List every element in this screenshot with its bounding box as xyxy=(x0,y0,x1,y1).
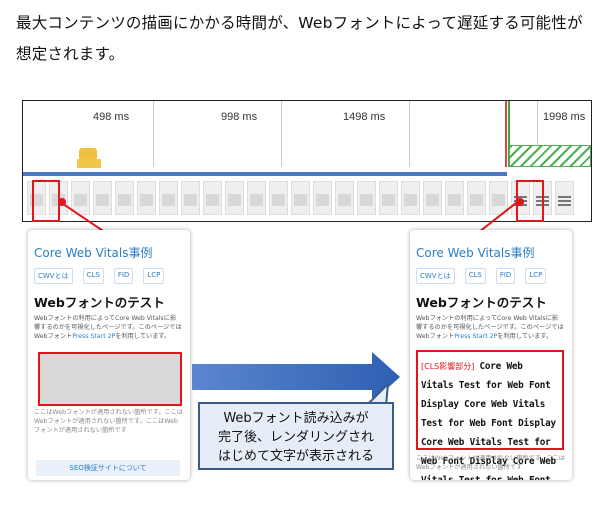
callout-line-2: 完了後、レンダリングされ xyxy=(217,430,374,445)
web-font-text: Core Web Vitals Test for Web Font Displa… xyxy=(421,361,556,480)
time-label-1998: 1998 ms xyxy=(543,111,586,123)
idle-region xyxy=(509,145,591,167)
tab-fid[interactable]: FID xyxy=(113,268,134,284)
intro-paragraph: 最大コンテンツの描画にかかる時間が、Webフォントによって遅延する可能性が想定さ… xyxy=(16,14,583,63)
filmstrip-frame xyxy=(555,181,574,215)
figure: 498 ms 998 ms 1498 ms 1998 ms xyxy=(22,100,592,480)
right-arrow-icon xyxy=(192,352,400,402)
nav-tabs: CWVとは CLS FID LCP xyxy=(416,268,547,284)
seo-site-button[interactable]: SEO検証サイトについて xyxy=(36,460,180,476)
filmstrip-frame xyxy=(247,181,266,215)
phone-after-font-load: Core Web Vitals事例 CWVとは CLS FID LCP Webフ… xyxy=(410,230,572,480)
paint-activity-marker xyxy=(77,159,101,168)
filmstrip-frame xyxy=(225,181,244,215)
time-label-998: 998 ms xyxy=(221,111,258,123)
rendered-font-area: [CLS影響部分] Core Web Vitals Test for Web F… xyxy=(416,350,564,480)
filmstrip-frame xyxy=(71,181,90,215)
non-font-text: ここはWebフォントが適用されない箇所です。ここはWebフォントが適用されない箇… xyxy=(34,409,183,434)
network-bar xyxy=(23,172,507,176)
tick-line xyxy=(537,101,538,167)
tab-lcp[interactable]: LCP xyxy=(525,268,547,284)
font-link[interactable]: Press Start 2P xyxy=(454,333,498,340)
tab-cwv[interactable]: CWVとは xyxy=(416,268,455,284)
intro-text: Webフォントの利用によってCore Web Vitalsに影響するのかを可視化… xyxy=(416,314,564,341)
tab-cls[interactable]: CLS xyxy=(464,268,486,284)
filmstrip-frame xyxy=(137,181,156,215)
lcp-marker-line xyxy=(505,101,507,167)
callout-pointer-icon xyxy=(364,384,390,406)
page-heading: Webフォントのテスト xyxy=(34,295,165,310)
time-label-1498: 1498 ms xyxy=(343,111,386,123)
callout-line-3: はじめて文字が表示される xyxy=(217,449,374,464)
filmstrip-frame xyxy=(401,181,420,215)
filmstrip-frame xyxy=(115,181,134,215)
filmstrip-frame xyxy=(203,181,222,215)
filmstrip-frame xyxy=(269,181,288,215)
tick-line xyxy=(281,101,282,167)
intro-text-a: Webフォントの利用によってCore Web Vitalsに影響するのかを可視化… xyxy=(34,315,182,340)
filmstrip-frame xyxy=(445,181,464,215)
explanation-callout: Webフォント読み込みが 完了後、レンダリングされ はじめて文字が表示される xyxy=(198,402,394,470)
filmstrip-frame xyxy=(313,181,332,215)
intro-text-b: を利用しています。 xyxy=(115,333,171,340)
load-marker-line xyxy=(508,101,510,167)
filmstrip-frame xyxy=(357,181,376,215)
filmstrip-frame xyxy=(93,181,112,215)
filmstrip-frame xyxy=(379,181,398,215)
filmstrip-frame xyxy=(291,181,310,215)
intro-text-b: を利用しています。 xyxy=(497,333,553,340)
unrendered-font-area xyxy=(38,352,182,406)
connector-dot xyxy=(516,198,524,206)
intro-text: Webフォントの利用によってCore Web Vitalsに影響するのかを可視化… xyxy=(34,314,182,341)
time-label-498: 498 ms xyxy=(93,111,130,123)
tab-cls[interactable]: CLS xyxy=(82,268,104,284)
cls-impact-label: [CLS影響部分] xyxy=(421,362,475,371)
page-heading: Webフォントのテスト xyxy=(416,295,547,310)
filmstrip-frame xyxy=(423,181,442,215)
filmstrip-frame xyxy=(467,181,486,215)
site-title[interactable]: Core Web Vitals事例 xyxy=(34,246,153,260)
tab-fid[interactable]: FID xyxy=(495,268,516,284)
font-link[interactable]: Press Start 2P xyxy=(72,333,116,340)
nav-tabs: CWVとは CLS FID LCP xyxy=(34,268,165,284)
callout-line-1: Webフォント読み込みが xyxy=(223,411,369,426)
site-title[interactable]: Core Web Vitals事例 xyxy=(416,246,535,260)
filmstrip-frame xyxy=(335,181,354,215)
tick-line xyxy=(409,101,410,167)
phone-before-font-load: Core Web Vitals事例 CWVとは CLS FID LCP Webフ… xyxy=(28,230,190,480)
performance-timeline: 498 ms 998 ms 1498 ms 1998 ms xyxy=(22,100,592,222)
filmstrip-frame xyxy=(489,181,508,215)
intro-text-a: Webフォントの利用によってCore Web Vitalsに影響するのかを可視化… xyxy=(416,315,564,340)
filmstrip-frame xyxy=(181,181,200,215)
non-font-text: ここはWebフォントが適用されない箇所です。ここはWebフォントが適用されない箇… xyxy=(416,455,565,471)
frame-highlight-before xyxy=(32,180,60,222)
tab-lcp[interactable]: LCP xyxy=(143,268,165,284)
tick-line xyxy=(153,101,154,167)
tab-cwv[interactable]: CWVとは xyxy=(34,268,73,284)
filmstrip xyxy=(23,181,591,219)
filmstrip-frame xyxy=(159,181,178,215)
